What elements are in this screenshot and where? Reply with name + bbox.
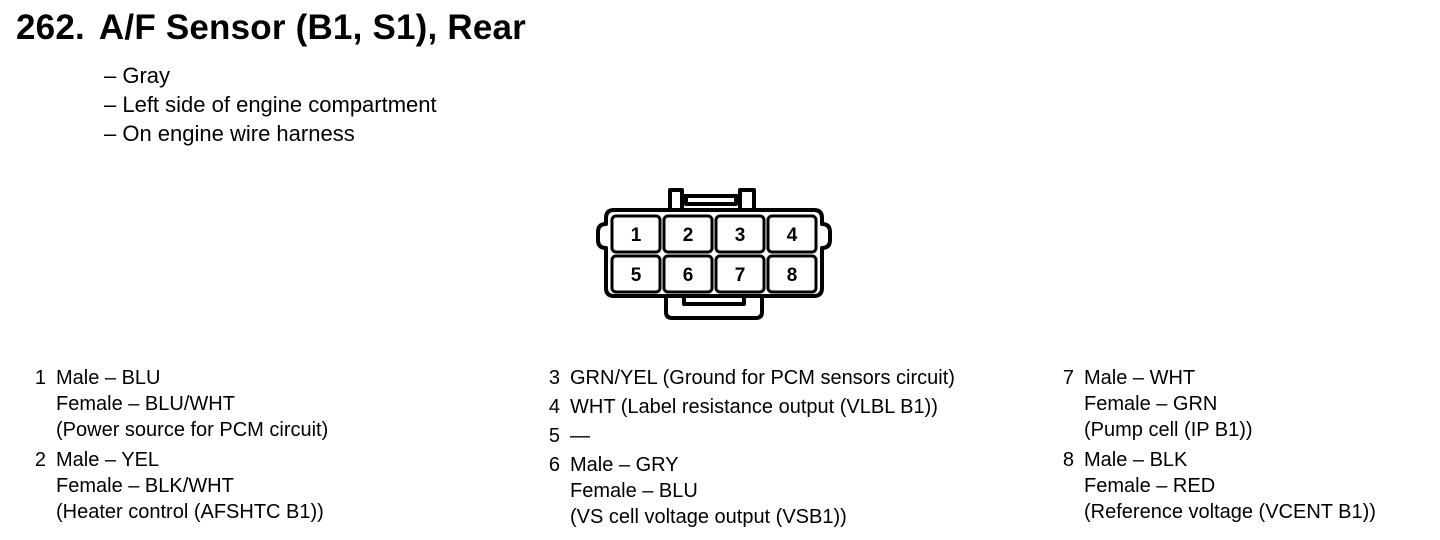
pin-number: 8 — [1062, 449, 1074, 471]
pin-female-wire: Female – BLU/WHT — [56, 393, 235, 415]
pin-description: GRN/YEL (Ground for PCM sensors circuit) — [570, 367, 955, 389]
pin-item-7: 7 Male – WHT Female – GRN (Pump cell (IP… — [1050, 365, 1376, 443]
info-harness: – On engine wire harness — [104, 121, 355, 146]
pin-male-wire: Male – GRY — [570, 454, 679, 476]
pin-item-6: 6 Male – GRY Female – BLU (VS cell volta… — [536, 452, 955, 530]
pin-description: (Reference voltage (VCENT B1)) — [1084, 501, 1376, 523]
pin-item-4: 4 WHT (Label resistance output (VLBL B1)… — [536, 394, 955, 420]
pin-label-5: 5 — [631, 265, 642, 286]
pin-number: 6 — [548, 454, 560, 476]
title-text: A/F Sensor (B1, S1), Rear — [98, 8, 526, 47]
pin-item-8: 8 Male – BLK Female – RED (Reference vol… — [1050, 447, 1376, 525]
connector-bottom-key — [664, 296, 764, 320]
info-color: – Gray — [104, 63, 171, 88]
pin-label-4: 4 — [787, 225, 798, 246]
pin-cell-8 — [766, 254, 818, 294]
pin-male-wire: Male – BLU — [56, 367, 161, 389]
pin-description: (Power source for PCM circuit) — [56, 419, 329, 441]
pin-number: 7 — [1062, 367, 1074, 389]
pin-list-col2: 3 GRN/YEL (Ground for PCM sensors circui… — [536, 365, 955, 533]
pin-male-wire: Male – BLK — [1084, 449, 1188, 471]
pin-cell-1 — [610, 214, 662, 254]
pin-number: 4 — [548, 396, 560, 418]
pin-number: 1 — [34, 367, 46, 389]
pin-item-2: 2 Male – YEL Female – BLK/WHT (Heater co… — [22, 447, 328, 525]
pin-cell-7 — [714, 254, 766, 294]
connector-info: – Gray – Left side of engine compartment… — [104, 61, 437, 148]
connector-top-latch — [668, 188, 756, 210]
pin-cell-5 — [610, 254, 662, 294]
pin-description: (Pump cell (IP B1)) — [1084, 419, 1253, 441]
pin-description: (Heater control (AFSHTC B1)) — [56, 501, 324, 523]
pin-item-1: 1 Male – BLU Female – BLU/WHT (Power sou… — [22, 365, 328, 443]
pin-cell-2 — [662, 214, 714, 254]
pin-number: 2 — [34, 449, 46, 471]
pin-cell-4 — [766, 214, 818, 254]
pin-label-6: 6 — [683, 265, 694, 286]
pin-label-1: 1 — [631, 225, 642, 246]
pin-list-col3: 7 Male – WHT Female – GRN (Pump cell (IP… — [1050, 365, 1376, 529]
info-location: – Left side of engine compartment — [104, 92, 437, 117]
connector-housing — [596, 208, 832, 298]
page-title: 262. A/F Sensor (B1, S1), Rear — [16, 8, 526, 48]
pin-label-3: 3 — [735, 225, 746, 246]
pin-female-wire: Female – GRN — [1084, 393, 1218, 415]
pin-female-wire: Female – BLU — [570, 480, 698, 502]
pin-label-8: 8 — [787, 265, 798, 286]
pin-label-7: 7 — [735, 265, 746, 286]
pin-list-col1: 1 Male – BLU Female – BLU/WHT (Power sou… — [22, 365, 328, 529]
pin-item-3: 3 GRN/YEL (Ground for PCM sensors circui… — [536, 365, 955, 391]
pin-cell-6 — [662, 254, 714, 294]
pin-female-wire: Female – BLK/WHT — [56, 475, 234, 497]
pin-male-wire: Male – YEL — [56, 449, 160, 471]
pin-description: — — [570, 425, 590, 447]
pin-number: 3 — [548, 367, 560, 389]
pin-cell-3 — [714, 214, 766, 254]
pin-description: (VS cell voltage output (VSB1)) — [570, 506, 847, 528]
pin-female-wire: Female – RED — [1084, 475, 1216, 497]
pin-item-5: 5 — — [536, 423, 955, 449]
title-number: 262. — [16, 8, 85, 47]
connector-diagram: 1 2 3 4 5 6 7 8 — [596, 188, 832, 320]
pin-male-wire: Male – WHT — [1084, 367, 1196, 389]
pin-number: 5 — [548, 425, 560, 447]
pin-description: WHT (Label resistance output (VLBL B1)) — [570, 396, 938, 418]
pin-label-2: 2 — [683, 225, 694, 246]
